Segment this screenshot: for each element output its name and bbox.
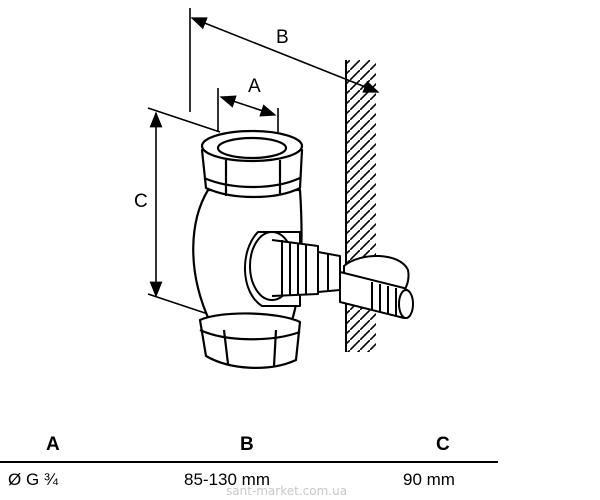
table-header-a: A <box>46 434 60 455</box>
table-header-b: B <box>240 434 254 455</box>
dimension-c-label: C <box>134 191 148 212</box>
dimension-table: A B C Ø G ¾ 85-130 mm 90 mm <box>0 434 600 500</box>
table-value-a: Ø G ¾ <box>8 470 59 489</box>
table-value-b: 85-130 mm <box>184 470 270 489</box>
table-value-c: 90 mm <box>403 470 455 489</box>
spindle-assembly <box>244 231 414 319</box>
dimension-c-line <box>147 107 221 315</box>
table-header-c: C <box>436 434 450 455</box>
valve-technical-drawing <box>147 8 414 369</box>
table-divider <box>0 461 498 463</box>
watermark-text: sant-market.com.ua <box>226 484 348 498</box>
dimension-b-line <box>189 8 380 112</box>
dimension-b-label: B <box>276 27 289 48</box>
dimension-a-label: A <box>248 76 261 97</box>
